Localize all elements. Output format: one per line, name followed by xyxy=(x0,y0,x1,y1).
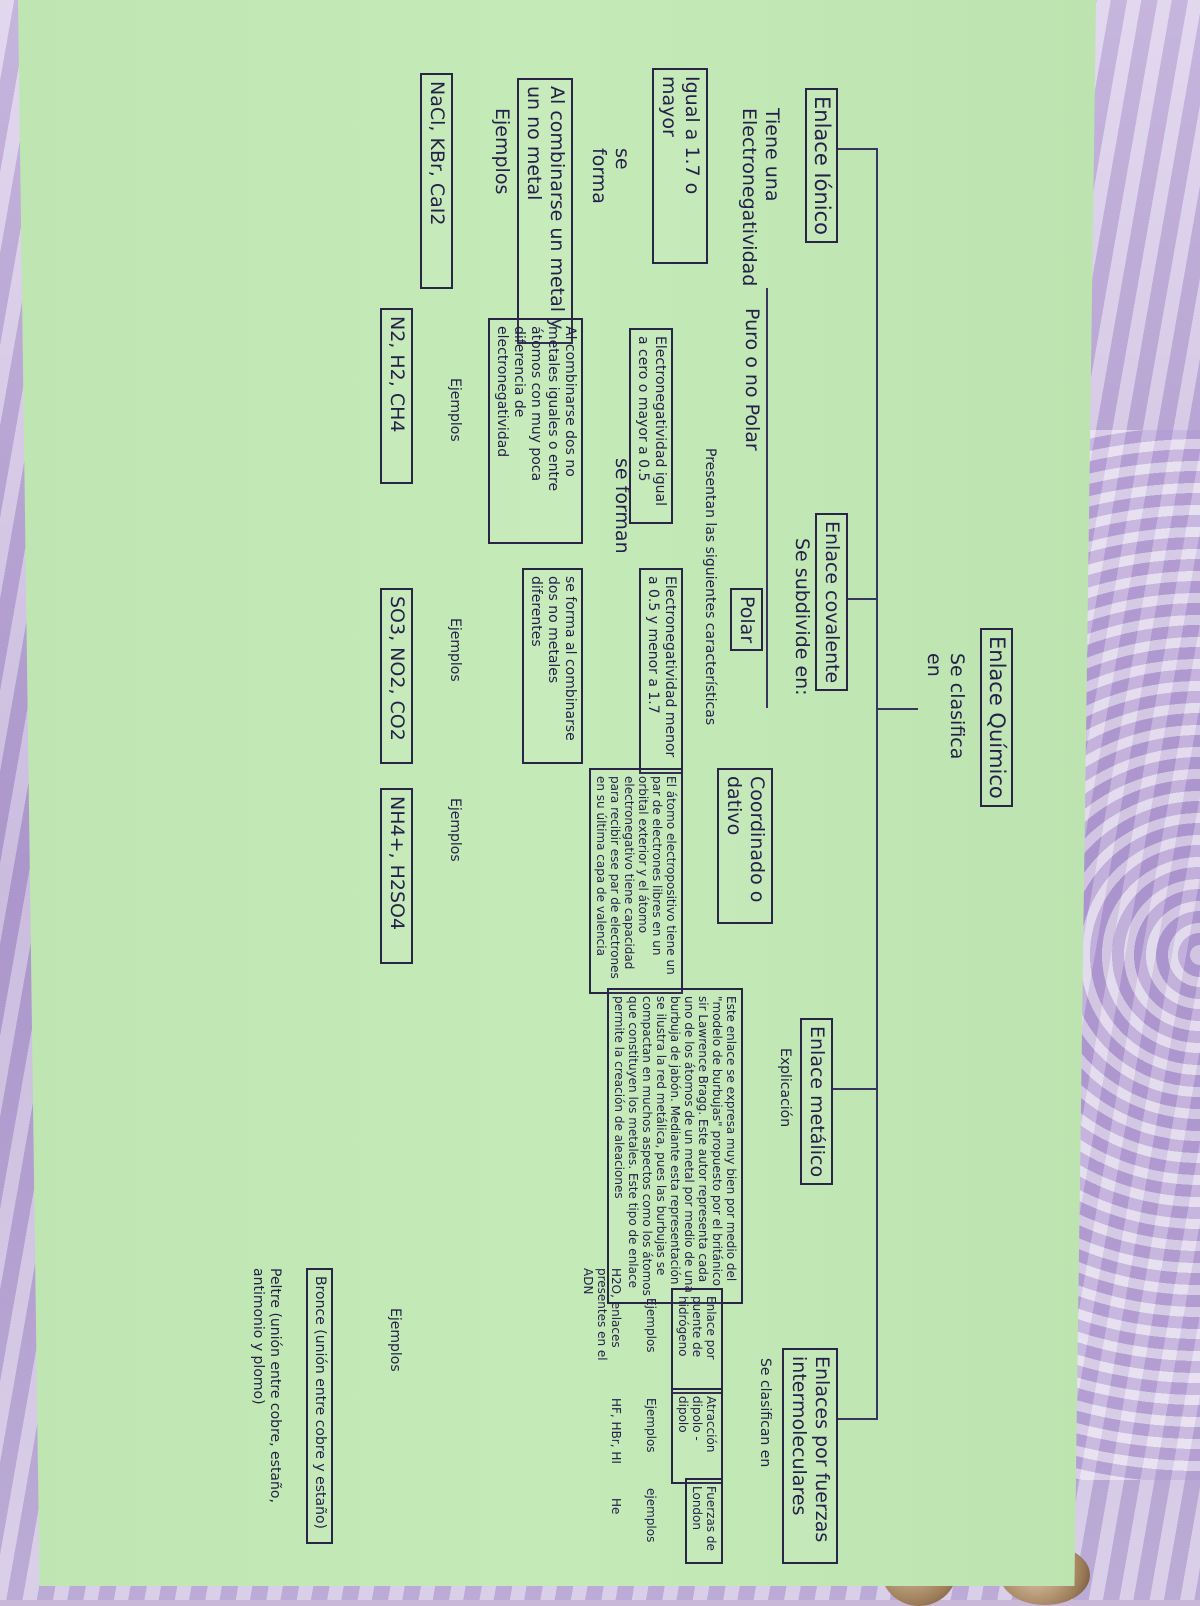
dative-examples-label: Ejemplos xyxy=(447,798,463,862)
covalent-forms-label: se forman xyxy=(611,458,633,554)
root-node: Enlace Químico xyxy=(980,628,1013,807)
connector-line xyxy=(766,288,768,708)
dative-description-box: El átomo electropositivo tiene un par de… xyxy=(589,768,683,994)
nonpolar-examples-label: Ejemplos xyxy=(447,378,463,442)
london-examples: He xyxy=(609,1498,623,1515)
dipole-examples: HF, HBr, HI xyxy=(609,1398,623,1464)
hydrogen-bond-box: Enlace por puente de hidrógeno xyxy=(671,1288,723,1394)
connector-line xyxy=(878,708,918,710)
intermolecular-node: Enlaces por fuerzas intermoleculares xyxy=(782,1348,838,1564)
concept-map: Enlace Químico Se clasifica en Enlace Ió… xyxy=(53,8,1096,1568)
polar-node: Polar xyxy=(730,588,763,652)
connector-line xyxy=(833,1088,878,1090)
nonpolar-electronegativity-box: Electronegatividad igual a cero o mayor … xyxy=(629,328,673,524)
characteristics-label: Presentan las siguientes características xyxy=(702,448,718,726)
nonpolar-examples-box: N2, H2, CH4 xyxy=(380,308,413,484)
polar-formation-box: se forma al combinarse dos no metales di… xyxy=(522,568,583,764)
london-forces-box: Fuerzas de London xyxy=(685,1478,723,1564)
ionic-examples-label: Ejemplos xyxy=(491,108,513,195)
polar-examples-box: SO3, NO2, CO2 xyxy=(380,588,413,764)
dipole-examples-label: Ejemplos xyxy=(644,1398,658,1453)
metallic-examples-box: Bronce (unión entre cobre y estaño) xyxy=(306,1268,333,1544)
london-examples-label: ejemplos xyxy=(644,1488,658,1543)
ionic-electronegativity-box: Igual a 1.7 o mayor xyxy=(652,68,708,264)
ionic-examples-box: NaCl, KBr, CaI2 xyxy=(420,73,453,289)
connector-line xyxy=(838,1418,878,1420)
hydrogen-examples-label: Ejemplos xyxy=(644,1298,658,1353)
connector-line xyxy=(848,598,878,600)
ionic-forms-label: se forma xyxy=(588,148,633,204)
nonpolar-formation-box: Al combinarse dos no metales iguales o e… xyxy=(488,318,583,544)
concept-map-sheet: Enlace Químico Se clasifica en Enlace Ió… xyxy=(18,0,1096,1586)
metallic-examples-label: Ejemplos xyxy=(387,1308,403,1372)
connector-line xyxy=(876,148,878,1418)
ionic-formation-box: Al combinarse un metal y un no metal xyxy=(517,78,573,344)
polar-electronegativity-box: Electronegatividad menor a 0.5 y menor a… xyxy=(639,568,683,774)
metallic-explanation-label: Explicación xyxy=(777,1048,793,1128)
covalent-connector: Se subdivide en: xyxy=(791,538,813,696)
metallic-example-2: Peltre (unión entre cobre, estaño, antim… xyxy=(250,1268,283,1503)
dative-examples-box: NH4+, H2SO4 xyxy=(380,788,413,964)
hydrogen-examples: H2O, enlaces presentes en el ADN xyxy=(581,1268,623,1361)
connector-line xyxy=(838,148,878,150)
metallic-bond-node: Enlace metálico xyxy=(800,1018,833,1186)
metallic-explanation-box: Este enlace se expresa muy bien por medi… xyxy=(607,988,743,1304)
dative-node: Coordinado o dativo xyxy=(717,768,773,924)
nonpolar-node: Puro o no Polar xyxy=(741,308,763,451)
dipole-dipole-box: Atracción dipolo - dipolo xyxy=(671,1388,723,1484)
root-connector: Se clasifica en xyxy=(923,653,968,760)
intermolecular-connector: Se clasifican en xyxy=(757,1358,773,1468)
polar-examples-label: Ejemplos xyxy=(447,618,463,682)
ionic-bond-node: Enlace Iónico xyxy=(805,88,838,244)
ionic-label: Tiene una Electronegatividad xyxy=(738,108,783,287)
covalent-bond-node: Enlace covalente xyxy=(815,513,848,692)
